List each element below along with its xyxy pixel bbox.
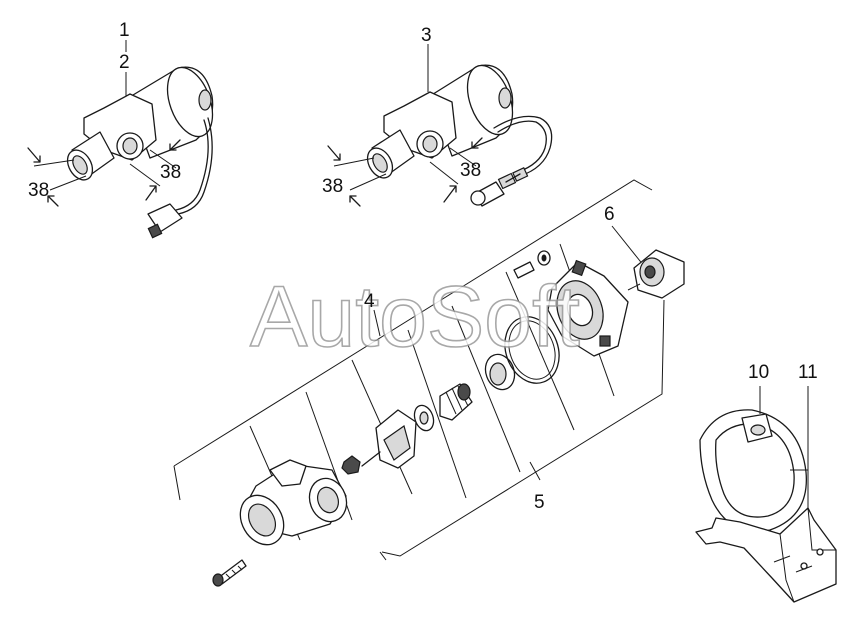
callout-3: 3 — [421, 25, 432, 46]
pump-assembly-3 — [327, 44, 553, 207]
mounting-bracket — [695, 386, 837, 603]
dimension-38-pump1-right: 38 — [160, 162, 181, 183]
callout-4: 4 — [364, 291, 375, 312]
callout-10: 10 — [748, 362, 769, 383]
dimension-38-pump1-left: 38 — [28, 180, 49, 201]
pump-assembly-1 — [27, 40, 214, 239]
callout-6: 6 — [604, 204, 615, 225]
dimension-38-pump3-left: 38 — [322, 176, 343, 197]
watermark-text: AutoSoft — [250, 269, 580, 365]
callout-11: 11 — [798, 362, 818, 383]
callout-1: 1 — [119, 20, 130, 41]
exploded-pump-view — [173, 179, 685, 587]
callout-5: 5 — [534, 492, 545, 513]
callout-2: 2 — [119, 52, 130, 73]
dimension-38-pump3-right: 38 — [460, 160, 481, 181]
